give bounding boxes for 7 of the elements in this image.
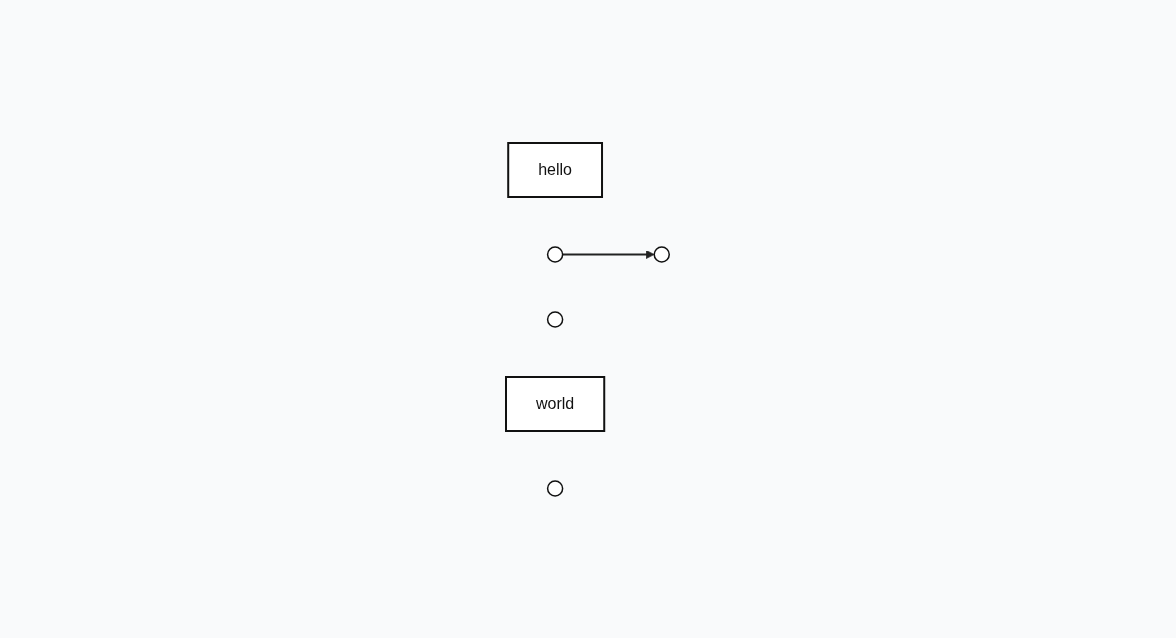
- node-circle: [547, 245, 564, 263]
- node-box: world: [505, 375, 606, 432]
- node-circle: [547, 310, 564, 328]
- node-circle: [547, 479, 564, 497]
- node-circle: [653, 245, 671, 263]
- arrow: [562, 249, 655, 259]
- node-box: hello: [507, 141, 604, 198]
